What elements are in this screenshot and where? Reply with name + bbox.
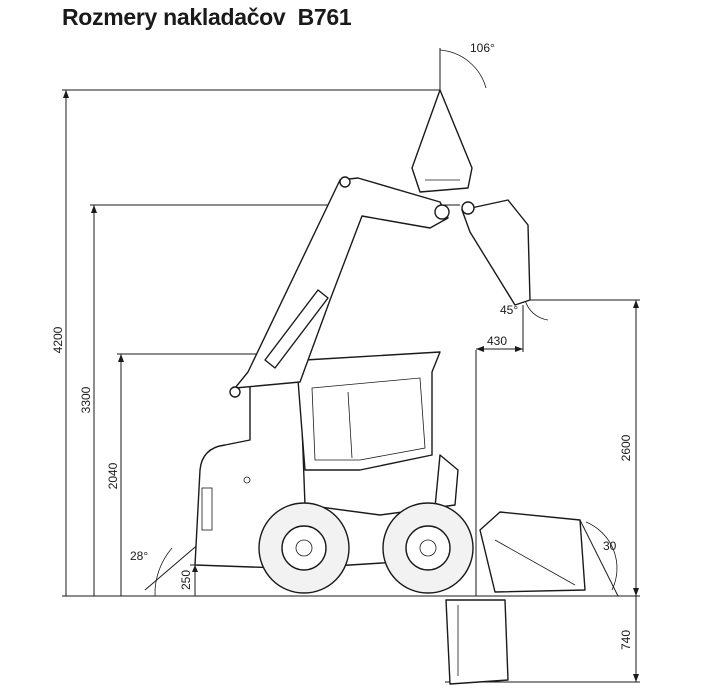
label-height-total: 4200 [51,326,65,353]
diagram-title: Rozmery nakladačov B761 [62,4,352,30]
label-rear-angle: 28° [130,549,148,563]
bucket-dump [461,199,531,306]
bucket-ground [479,511,586,593]
label-dig-depth: 740 [619,630,633,650]
label-height-pin: 3300 [79,386,93,413]
bucket-top [411,89,473,193]
rear-wheel [258,502,350,594]
dimension-top-angle: 106° [439,41,495,90]
loader-body [194,351,459,569]
label-top-angle: 106° [470,41,495,55]
label-height-cab: 2040 [106,462,120,489]
front-wheel [382,502,474,594]
label-dump-angle: 45° [500,303,518,317]
label-reach: 430 [487,334,507,348]
lift-arm [229,176,450,398]
label-front-angle: 30 [603,539,617,553]
label-clearance: 250 [179,570,193,590]
label-dump-height: 2600 [619,434,633,461]
dimension-dump-angle: 45° [500,299,549,321]
dimension-dump-height: 2600 [525,299,640,596]
dimension-front-angle: 30 [579,519,619,597]
dimension-reach: 430 [475,305,524,596]
dimension-height-total: 4200 [51,89,440,596]
bucket-dig [445,599,509,685]
